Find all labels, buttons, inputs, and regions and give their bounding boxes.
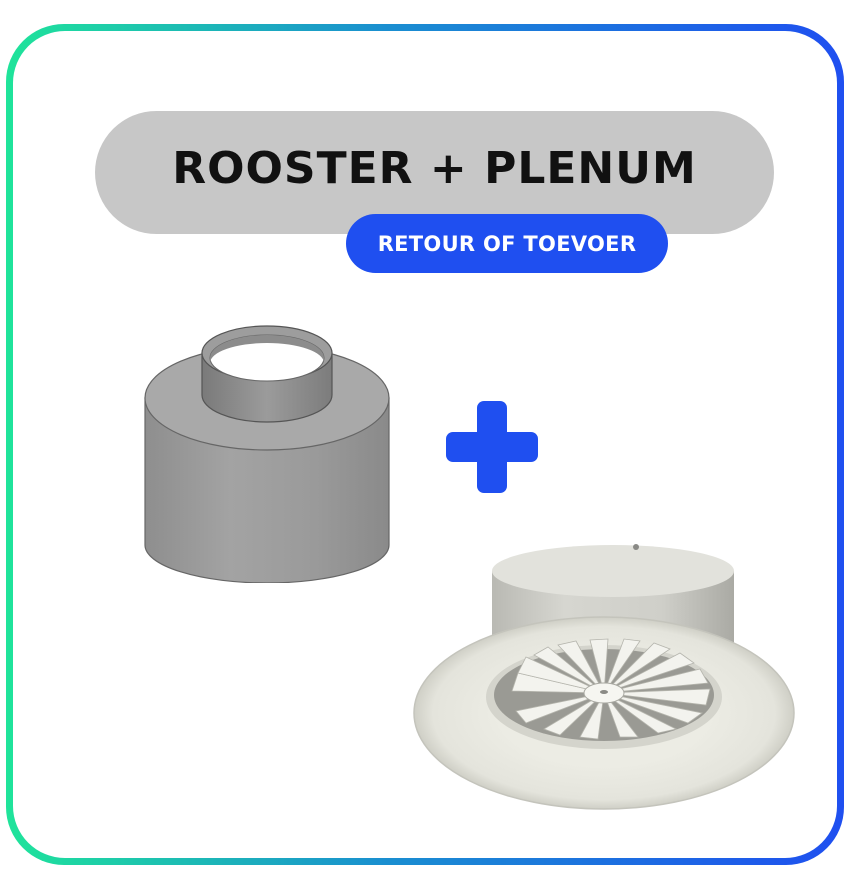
plus-icon xyxy=(446,401,538,493)
card-frame: ROOSTER + PLENUM RETOUR OF TOEVOER xyxy=(6,24,844,865)
subtitle-label: RETOUR OF TOEVOER xyxy=(377,231,637,256)
card: ROOSTER + PLENUM RETOUR OF TOEVOER xyxy=(13,31,837,858)
subtitle-badge: RETOUR OF TOEVOER xyxy=(346,214,668,273)
page-title: ROOSTER + PLENUM xyxy=(172,143,697,194)
title-banner: ROOSTER + PLENUM xyxy=(95,111,774,234)
swirl-diffuser-grille-icon xyxy=(413,544,795,810)
cylinder-plenum-icon xyxy=(144,325,390,583)
